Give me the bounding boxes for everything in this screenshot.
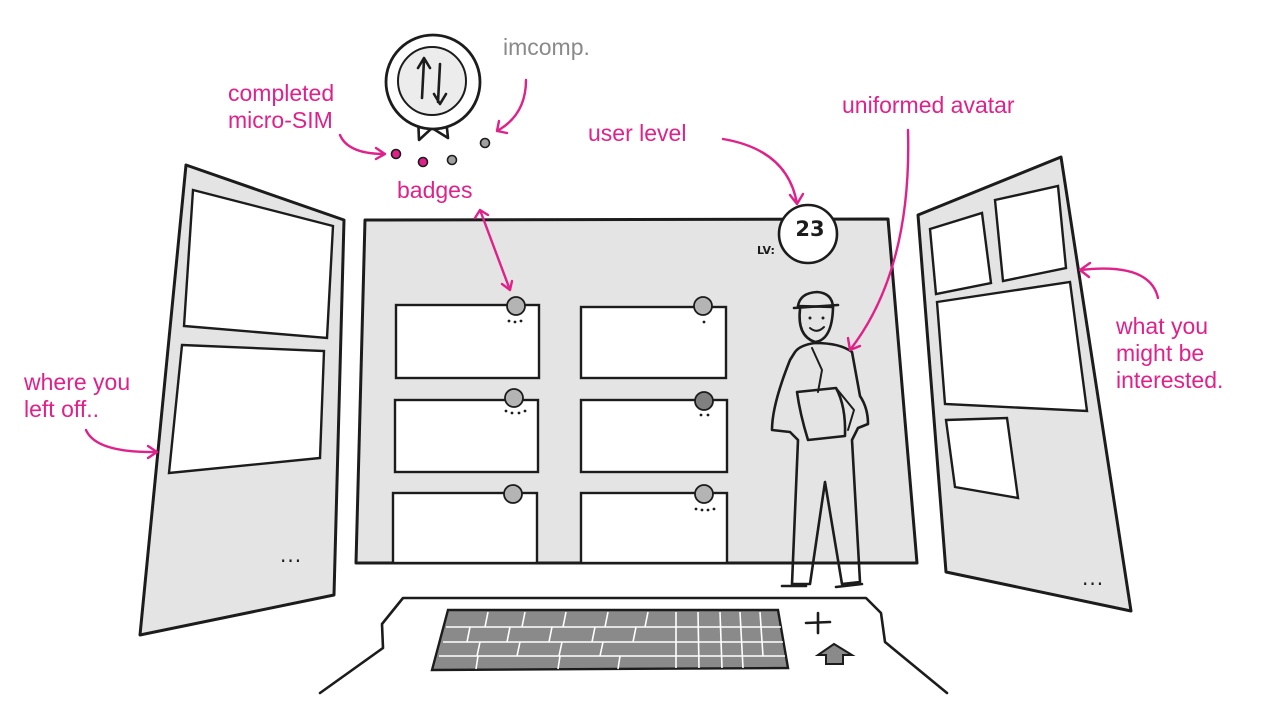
badge-icon	[694, 391, 714, 417]
keyboard[interactable]	[430, 608, 790, 672]
badge-icon	[694, 484, 716, 512]
left-panel-where-you-left-off[interactable]	[138, 163, 346, 637]
user-level-label: LV:	[757, 244, 775, 257]
badge-dots	[390, 137, 491, 168]
right-panel-card[interactable]	[993, 184, 1068, 283]
annotation-uniformed-avatar: uniformed avatar	[842, 92, 1015, 118]
right-panel-recommendations[interactable]	[916, 155, 1133, 613]
annotation-user-level: user level	[588, 120, 687, 146]
content-card[interactable]	[393, 398, 540, 474]
annotation-badges: badges	[397, 177, 473, 203]
user-level-value: 23	[795, 217, 825, 241]
annotation-arrows	[84, 78, 1160, 460]
desk	[318, 596, 949, 695]
right-panel-card[interactable]	[944, 416, 1020, 500]
cursor-arrow-icon[interactable]	[814, 642, 856, 665]
annotation-what-you-might-be-interested: what you might be interested.	[1116, 313, 1224, 393]
left-panel-card[interactable]	[167, 343, 326, 475]
annotation-where-you-left-off: where you left off..	[24, 369, 131, 422]
content-card[interactable]	[579, 491, 729, 565]
right-panel-card[interactable]	[935, 280, 1089, 413]
card-badges	[503, 296, 716, 512]
left-panel-more-icon[interactable]: ...	[280, 543, 303, 567]
right-panel-card[interactable]	[928, 211, 993, 296]
content-card[interactable]	[394, 303, 541, 380]
badge-icon	[693, 296, 713, 324]
left-panel-card[interactable]	[182, 188, 335, 340]
user-level-circle[interactable]	[777, 203, 839, 265]
plus-icon[interactable]	[804, 611, 832, 635]
content-card[interactable]	[579, 305, 728, 380]
center-cards-grid	[391, 303, 729, 565]
badge-icon	[503, 484, 523, 504]
content-card[interactable]	[579, 398, 729, 474]
swap-arrows-badge-icon	[384, 33, 482, 142]
uniformed-avatar[interactable]	[770, 290, 870, 589]
annotation-completed: completed micro-SIM	[228, 80, 335, 133]
badge-icon	[504, 388, 527, 415]
right-panel-more-icon[interactable]: ...	[1082, 566, 1105, 590]
badge-icon	[506, 296, 526, 324]
content-card[interactable]	[391, 491, 539, 565]
annotation-imcomp: imcomp.	[503, 34, 590, 60]
